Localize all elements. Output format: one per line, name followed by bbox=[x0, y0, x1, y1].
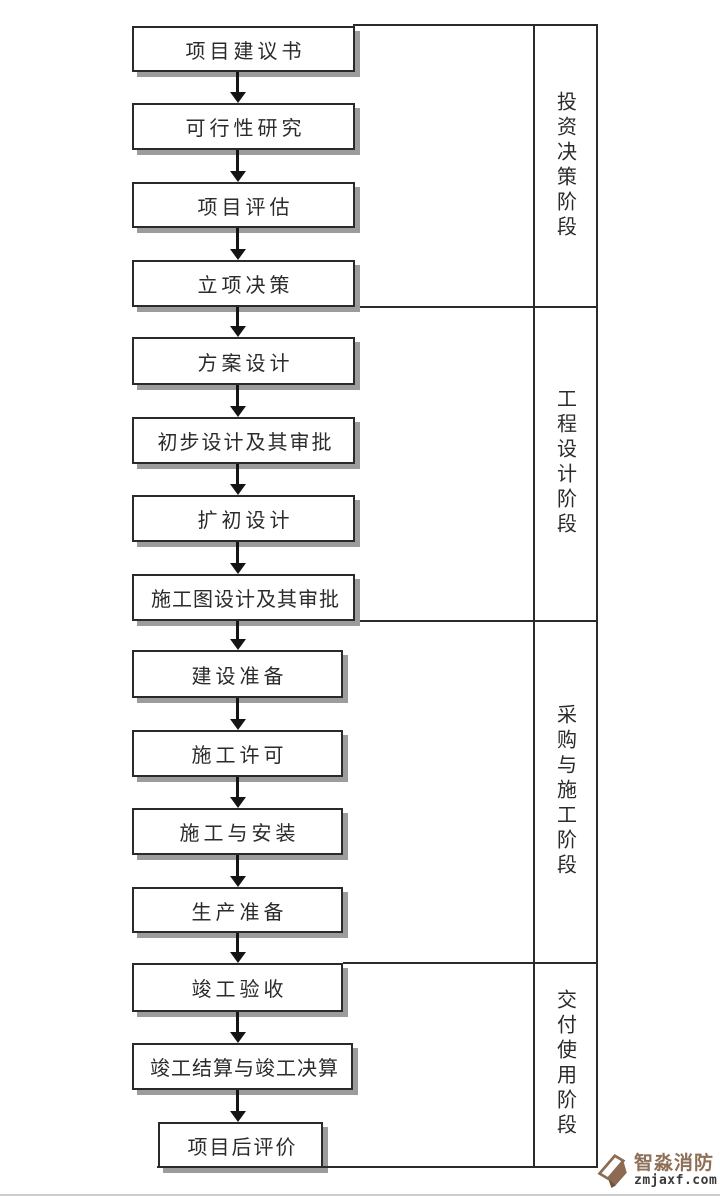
flow-arrow-8 bbox=[229, 621, 246, 650]
flow-step-11: 施工与安装 bbox=[132, 808, 343, 855]
flow-arrow-2 bbox=[229, 150, 246, 182]
flow-arrow-9 bbox=[229, 698, 246, 730]
flow-arrow-3 bbox=[229, 228, 246, 260]
phase-label-delivery-use: 交付使用阶段 bbox=[553, 989, 576, 1139]
flow-step-2: 可行性研究 bbox=[132, 103, 355, 150]
flow-step-15: 项目后评价 bbox=[158, 1122, 323, 1168]
phase-divider-bottom bbox=[157, 1166, 598, 1168]
flow-step-10: 施工许可 bbox=[132, 730, 343, 777]
flow-arrow-11 bbox=[229, 855, 246, 887]
flow-step-8: 施工图设计及其审批 bbox=[132, 574, 355, 621]
flow-step-14: 竣工结算与竣工决算 bbox=[132, 1043, 353, 1090]
flow-step-7: 扩初设计 bbox=[132, 495, 355, 542]
flow-step-4: 立项决策 bbox=[132, 260, 355, 307]
flow-arrow-10 bbox=[229, 777, 246, 808]
fold-arrow-logo-icon bbox=[597, 1153, 627, 1188]
flow-step-13: 竣工验收 bbox=[132, 963, 343, 1012]
phase-divider-1 bbox=[360, 306, 598, 308]
phase-label-procurement-construction: 采购与施工阶段 bbox=[553, 703, 576, 879]
flow-step-6: 初步设计及其审批 bbox=[132, 417, 355, 464]
phase-column-left-line bbox=[533, 25, 535, 1168]
flow-arrow-12 bbox=[229, 933, 246, 963]
watermark-brand: 智淼消防 bbox=[634, 1153, 715, 1175]
flow-step-12: 生产准备 bbox=[132, 887, 343, 933]
watermark: 智淼消防 zmjaxf.com bbox=[597, 1146, 720, 1196]
flow-step-5: 方案设计 bbox=[132, 337, 355, 385]
watermark-site: zmjaxf.com bbox=[634, 1173, 718, 1189]
flow-arrow-6 bbox=[229, 464, 246, 495]
flow-arrow-14 bbox=[229, 1090, 246, 1122]
flow-step-3: 项目评估 bbox=[132, 182, 355, 228]
phase-label-investment-decision: 投资决策阶段 bbox=[553, 91, 576, 241]
flow-arrow-1 bbox=[229, 72, 246, 103]
phase-divider-2 bbox=[360, 620, 598, 622]
image-bottom-border bbox=[0, 1194, 720, 1196]
phase-column-right-line bbox=[596, 25, 598, 1168]
flow-arrow-13 bbox=[229, 1012, 246, 1043]
flow-step-1: 项目建议书 bbox=[132, 26, 355, 72]
phase-divider-3 bbox=[343, 962, 598, 964]
phase-divider-top bbox=[353, 24, 598, 26]
flow-arrow-5 bbox=[229, 385, 246, 417]
flow-step-9: 建设准备 bbox=[132, 650, 343, 698]
flow-arrow-4 bbox=[229, 307, 246, 337]
flow-arrow-7 bbox=[229, 542, 246, 574]
phase-label-engineering-design: 工程设计阶段 bbox=[553, 388, 576, 538]
